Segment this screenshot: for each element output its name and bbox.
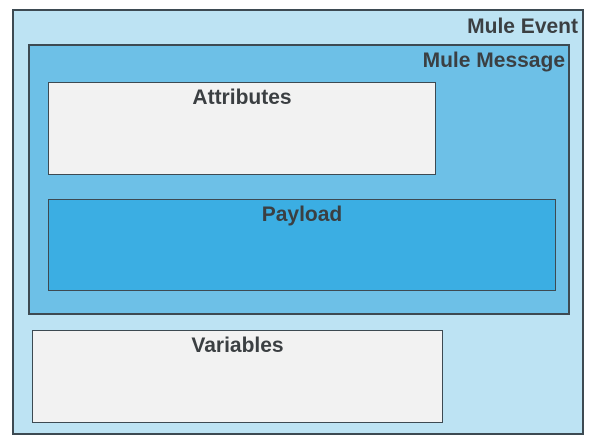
payload-label: Payload <box>261 203 343 226</box>
mule-message-label: Mule Message <box>422 49 565 72</box>
attributes-label: Attributes <box>192 86 292 109</box>
variables-label: Variables <box>191 334 284 357</box>
attributes-box: Attributes <box>48 82 436 175</box>
mule-message-container: Mule Message Attributes Payload <box>28 44 570 315</box>
payload-box: Payload <box>48 199 556 291</box>
mule-event-label: Mule Event <box>467 15 578 38</box>
variables-box: Variables <box>32 330 443 423</box>
mule-event-container: Mule Event Mule Message Attributes Paylo… <box>12 9 584 435</box>
